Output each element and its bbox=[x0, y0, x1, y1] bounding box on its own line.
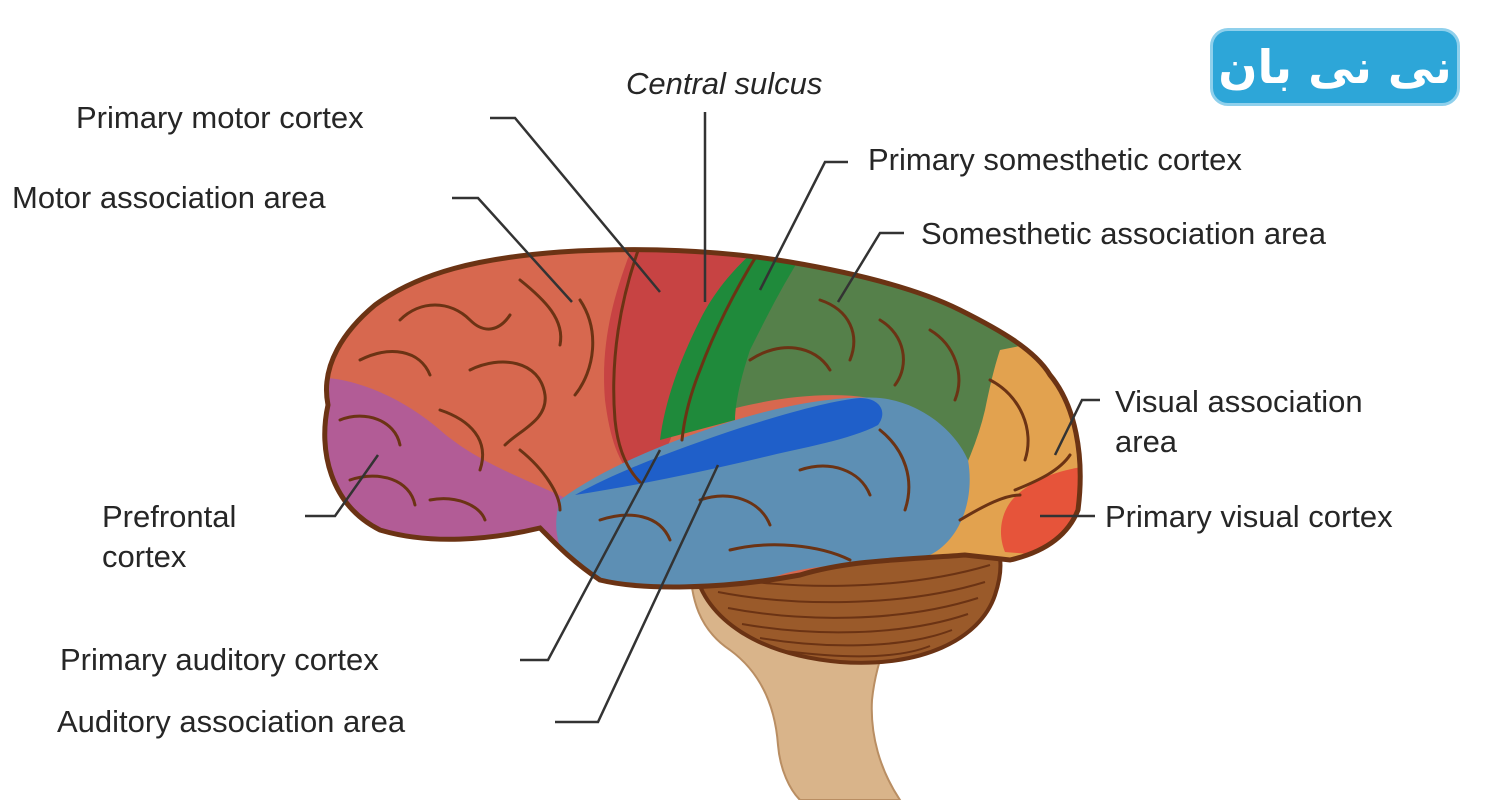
label-central-sulcus: Central sulcus bbox=[626, 66, 823, 101]
cerebrum-outline bbox=[322, 247, 1083, 590]
label-prefrontal-cortex-line2: cortex bbox=[102, 539, 187, 574]
primary-auditory-region bbox=[575, 398, 883, 495]
leader-prefrontal bbox=[305, 454, 380, 518]
logo-text: نی نی بان bbox=[1218, 40, 1452, 94]
leader-auditory-association bbox=[555, 464, 720, 724]
label-primary-auditory-cortex: Primary auditory cortex bbox=[60, 642, 379, 677]
label-visual-association-area-line1: Visual association bbox=[1115, 384, 1363, 419]
leader-primary-motor bbox=[490, 116, 661, 293]
leader-motor-association bbox=[452, 196, 573, 303]
label-motor-association-area: Motor association area bbox=[12, 180, 326, 215]
leader-primary-somesthetic bbox=[758, 160, 848, 291]
label-primary-somesthetic-cortex: Primary somesthetic cortex bbox=[868, 142, 1242, 177]
cortex-sulci bbox=[338, 249, 1072, 562]
label-auditory-association-area: Auditory association area bbox=[57, 704, 406, 739]
site-logo: نی نی بان bbox=[1210, 28, 1460, 106]
label-primary-motor-cortex: Primary motor cortex bbox=[76, 100, 364, 135]
label-somesthetic-association-area: Somesthetic association area bbox=[921, 216, 1326, 251]
prefrontal-region bbox=[324, 377, 580, 560]
label-primary-visual-cortex: Primary visual cortex bbox=[1105, 499, 1393, 534]
leader-primary-auditory bbox=[520, 449, 662, 662]
leader-visual-association bbox=[1053, 398, 1100, 456]
leader-somesthetic-association bbox=[836, 231, 904, 303]
primary-somesthetic-region bbox=[660, 250, 800, 440]
label-prefrontal-cortex-line1: Prefrontal bbox=[102, 499, 237, 534]
label-visual-association-area-line2: area bbox=[1115, 424, 1178, 459]
auditory-association-region bbox=[556, 397, 970, 587]
